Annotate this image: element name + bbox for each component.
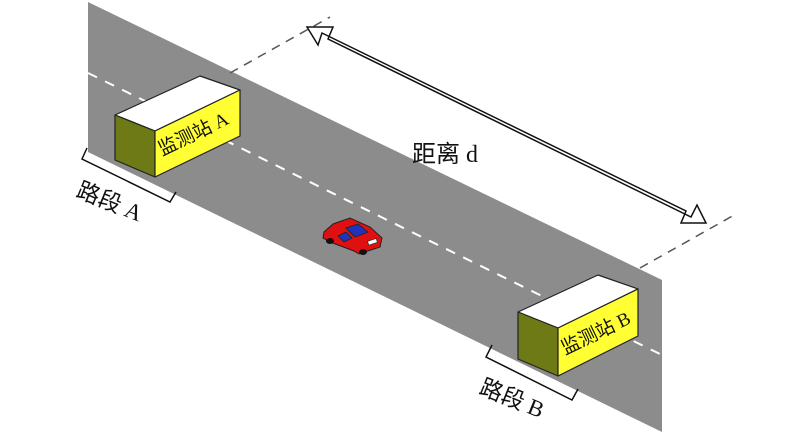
car-rear-wheel <box>326 238 334 244</box>
distance-arrow <box>305 26 708 224</box>
segment-a-bracket <box>81 147 177 203</box>
segment-b-bracket <box>484 344 579 401</box>
station-b-front <box>557 288 639 377</box>
car-windshield <box>345 223 369 238</box>
car <box>322 217 383 255</box>
distance-guide-line-top <box>229 16 331 74</box>
car-side-window <box>337 231 353 243</box>
monitoring-station-b: 监测站 B <box>517 274 639 377</box>
car-front-wheel <box>359 249 367 255</box>
station-a-front <box>154 89 241 178</box>
distance-label: 距离 d <box>412 141 478 168</box>
distance-guide-line-bottom <box>639 213 737 269</box>
car-headlight <box>367 238 378 246</box>
